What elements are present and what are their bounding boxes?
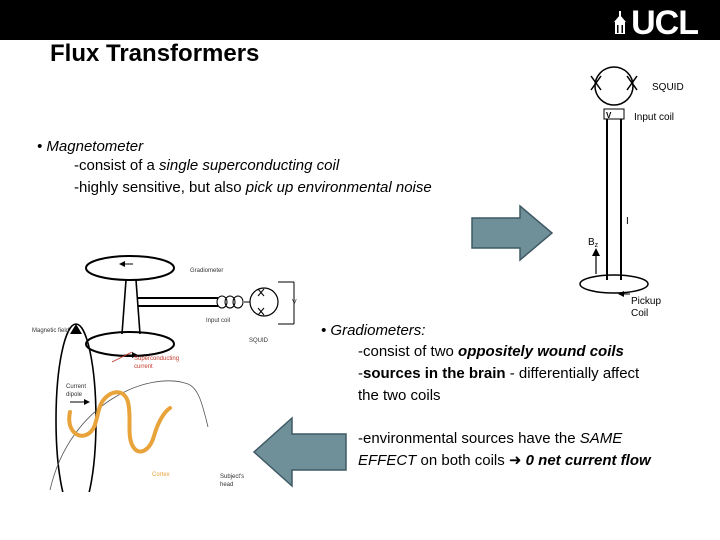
pickup-label-line-1: Pickup	[631, 296, 661, 307]
magnetometer-line-2: -highly sensitive, but also pick up envi…	[74, 179, 432, 196]
ucl-crest-icon	[614, 11, 627, 34]
input-coil-label: Input coil	[634, 112, 674, 123]
upper-coil	[85, 255, 175, 281]
head-label-line-1: Subject's	[220, 474, 244, 480]
pickup-label-line-2: Coil	[631, 308, 648, 319]
gradiometers-line-2: -sources in the brain - differentially a…	[358, 365, 640, 382]
cortex-fold	[67, 390, 172, 454]
gradiometer-squid-label: SQUID	[249, 338, 269, 344]
gradiometers-heading: • Gradiometers:	[321, 322, 426, 339]
gradiometers-line-4: -environmental sources have the SAME	[358, 430, 623, 447]
superconducting-label-line-2: current	[134, 364, 153, 370]
magnetic-field-label: Magnetic field	[32, 328, 69, 334]
magnetometer-diagram: SQUID V Input coil I Bz Pickup Coil	[579, 66, 684, 319]
squid-ring	[594, 66, 634, 106]
gradiometer-input-coil-label: Input coil	[206, 318, 230, 324]
pickup-coil	[579, 274, 649, 294]
current-dipole-label-line-1: Current	[66, 384, 86, 390]
ucl-logo: UCL	[613, 4, 699, 42]
header-bar: UCL	[0, 0, 720, 40]
gradiometer-vout-label: V	[292, 299, 297, 306]
left-block-arrow	[252, 416, 347, 488]
superconducting-label-line-1: Superconducting	[134, 356, 179, 362]
gradiometers-line-5: EFFECT on both coils ➜ 0 net current flo…	[358, 452, 651, 469]
cortex-label: Cortex	[152, 472, 170, 478]
lower-coil	[85, 331, 175, 357]
current-label: I	[626, 216, 629, 227]
field-label: Bz	[588, 237, 599, 249]
right-block-arrow	[471, 204, 554, 262]
current-dipole-label-line-2: dipole	[66, 392, 83, 398]
magnetometer-heading: • Magnetometer	[37, 138, 144, 155]
gradiometer-diagram: Gradiometer Input coil V SQUID Magnetic …	[32, 255, 297, 492]
magnetometer-line-1: -consist of a single superconducting coi…	[74, 157, 340, 174]
vout-label: V	[606, 111, 612, 120]
squid-label: SQUID	[652, 82, 684, 93]
slide-title: Flux Transformers	[50, 40, 260, 67]
gradiometer-label: Gradiometer	[190, 268, 223, 274]
gradiometers-line-3: the two coils	[358, 387, 441, 404]
gradiometers-line-1: -consist of two oppositely wound coils	[358, 343, 624, 360]
right-arrow-icon: ➜	[508, 452, 526, 469]
head-label-line-2: head	[220, 482, 233, 488]
head-outline	[49, 380, 209, 491]
logo-text: UCL	[631, 4, 699, 42]
magnetic-field-loop	[55, 323, 97, 492]
